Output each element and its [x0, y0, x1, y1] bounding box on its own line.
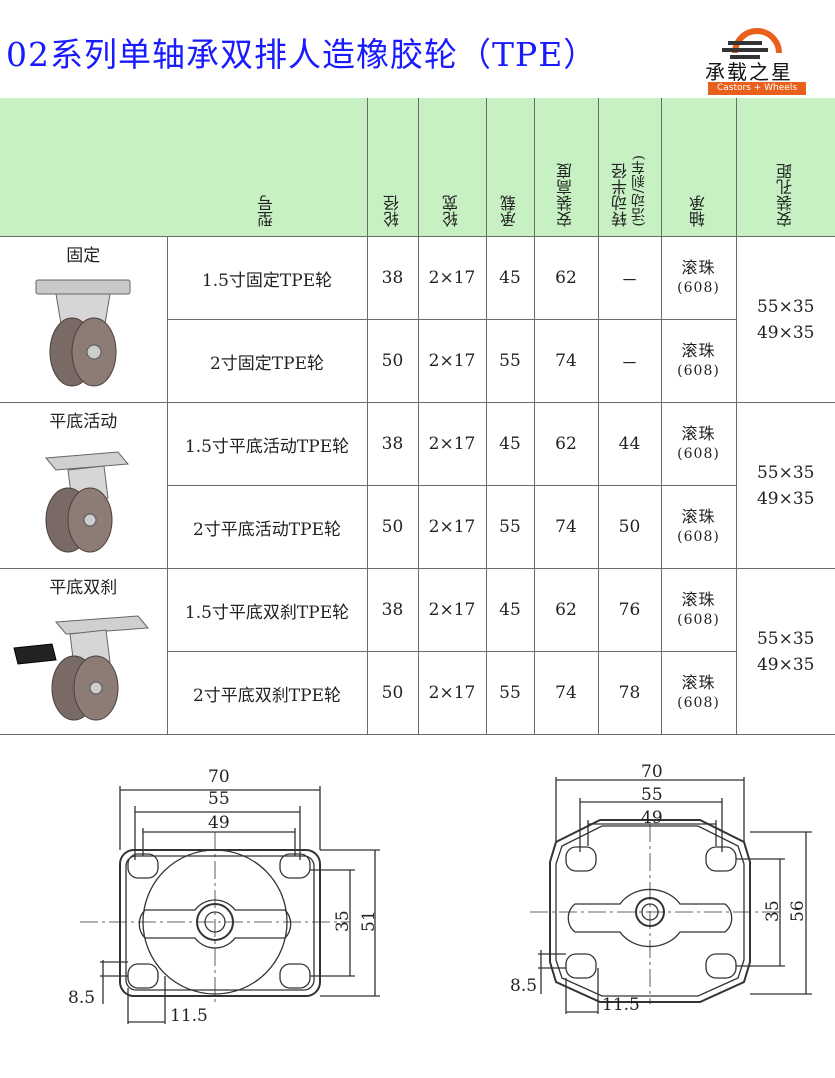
- bearing-cell: 滚珠(608): [660, 651, 737, 735]
- left-dim-51: 51: [359, 910, 379, 932]
- height-cell: 74: [533, 651, 599, 735]
- header-holes: 安装孔距: [735, 98, 835, 237]
- diameter-cell: 50: [366, 651, 419, 735]
- height-cell: 62: [533, 402, 599, 486]
- diameter-cell: 38: [366, 236, 419, 320]
- header-model: 型号: [167, 98, 368, 237]
- brand-logo-icon: [722, 28, 782, 59]
- page-title: 02系列单轴承双排人造橡胶轮（TPE）: [6, 35, 598, 74]
- category-label: 平底活动: [49, 412, 118, 432]
- right-dim-55: 55: [641, 785, 663, 805]
- table-row: 平底活动 1.5寸平底活动TPE轮 38 2×17 45 62 44 滚珠(60…: [0, 402, 835, 569]
- right-dim-49: 49: [641, 808, 663, 828]
- width-cell: 2×17: [417, 485, 487, 569]
- height-cell: 62: [533, 236, 599, 320]
- header-load: 承载: [485, 98, 535, 237]
- right-dim-70: 70: [641, 762, 663, 782]
- category-cell: 固定: [0, 236, 168, 403]
- header-blank: [0, 98, 167, 237]
- left-dim-35: 35: [333, 910, 353, 932]
- fixed-caster-icon: [35, 279, 131, 387]
- bearing-cell: 滚珠(608): [660, 402, 737, 486]
- load-cell: 45: [485, 236, 535, 320]
- table-row: 2寸平底双刹TPE轮 50 2×17 55 74 78 滚珠(608): [0, 651, 835, 735]
- table-row: 固定 1.5寸固定TPE轮 38 2×17 45 62 － 滚珠(608) 55…: [0, 236, 835, 403]
- radius-cell: 44: [597, 402, 662, 486]
- model-cell: 1.5寸固定TPE轮: [166, 236, 368, 320]
- left-dim-49: 49: [208, 813, 230, 833]
- height-cell: 62: [533, 568, 599, 652]
- bearing-cell: 滚珠(608): [660, 319, 737, 403]
- model-cell: 1.5寸平底活动TPE轮: [166, 402, 368, 486]
- model-cell: 1.5寸平底双刹TPE轮: [166, 568, 368, 652]
- left-dim-70: 70: [208, 767, 230, 787]
- swivel-caster-icon: [45, 451, 130, 553]
- category-cell: 平底双刹: [0, 568, 168, 735]
- logo-name: 承载之星: [705, 60, 793, 84]
- right-dim-11-5: 11.5: [602, 995, 640, 1015]
- left-dim-11-5: 11.5: [170, 1006, 208, 1026]
- left-dim-55: 55: [208, 789, 230, 809]
- width-cell: 2×17: [417, 319, 487, 403]
- diameter-cell: 50: [366, 485, 419, 569]
- width-cell: 2×17: [417, 402, 487, 486]
- table-row: 2寸固定TPE轮 50 2×17 55 74 － 滚珠(608): [0, 319, 835, 403]
- right-dim-35: 35: [763, 900, 783, 922]
- category-label: 固定: [66, 246, 101, 266]
- width-cell: 2×17: [417, 568, 487, 652]
- spec-table: 型号 轮径 轮宽 承载 安装高度 转动半径(活动/刹车) 轴承 安装孔距 固定: [0, 98, 835, 735]
- radius-cell: 50: [597, 485, 662, 569]
- radius-cell: －: [597, 236, 662, 320]
- model-cell: 2寸平底活动TPE轮: [166, 485, 368, 569]
- left-plate-drawing: [80, 786, 380, 1024]
- radius-cell: －: [597, 319, 662, 403]
- header-bearing: 轴承: [660, 98, 737, 237]
- load-cell: 55: [485, 485, 535, 569]
- diameter-cell: 38: [366, 568, 419, 652]
- diameter-cell: 50: [366, 319, 419, 403]
- load-cell: 45: [485, 568, 535, 652]
- height-cell: 74: [533, 485, 599, 569]
- table-row: 平底双刹 1.5寸平底双刹TPE轮 38 2×17 45 62 76 滚珠(60…: [0, 568, 835, 735]
- header-radius: 转动半径(活动/刹车): [597, 98, 662, 237]
- load-cell: 55: [485, 319, 535, 403]
- category-label: 平底双刹: [49, 578, 118, 598]
- bearing-cell: 滚珠(608): [660, 568, 737, 652]
- bearing-cell: 滚珠(608): [660, 485, 737, 569]
- logo-tagline: Castors + Wheels: [708, 82, 806, 95]
- header-height: 安装高度: [533, 98, 599, 237]
- model-cell: 2寸固定TPE轮: [166, 319, 368, 403]
- right-plate-drawing: [530, 777, 812, 1014]
- brake-caster-icon: [13, 615, 150, 721]
- category-cell: 平底活动: [0, 402, 168, 569]
- left-dim-8-5: 8.5: [68, 988, 95, 1008]
- width-cell: 2×17: [417, 651, 487, 735]
- table-row: 2寸平底活动TPE轮 50 2×17 55 74 50 滚珠(608): [0, 485, 835, 569]
- right-dim-56: 56: [788, 900, 808, 922]
- height-cell: 74: [533, 319, 599, 403]
- radius-cell: 78: [597, 651, 662, 735]
- header-width: 轮宽: [417, 98, 487, 237]
- mounting-drawings: 70 55 49 35 51 8.5 11.5 70 55 49 35 56 8…: [68, 762, 812, 1026]
- diameter-cell: 38: [366, 402, 419, 486]
- load-cell: 55: [485, 651, 535, 735]
- model-cell: 2寸平底双刹TPE轮: [166, 651, 368, 735]
- width-cell: 2×17: [417, 236, 487, 320]
- header-diameter: 轮径: [366, 98, 419, 237]
- bearing-cell: 滚珠(608): [660, 236, 737, 320]
- load-cell: 45: [485, 402, 535, 486]
- radius-cell: 76: [597, 568, 662, 652]
- right-dim-8-5: 8.5: [510, 976, 537, 996]
